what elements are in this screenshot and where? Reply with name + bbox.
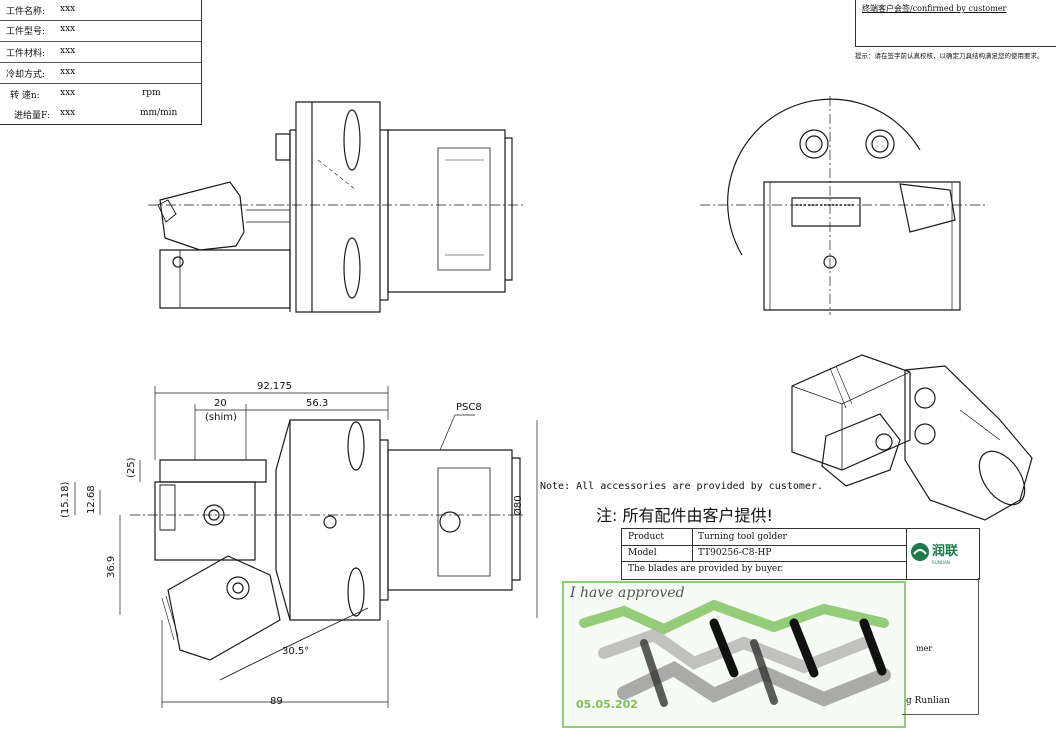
approval-signature: I have approved — [570, 585, 685, 601]
dim-bottom-length: 89 — [270, 696, 283, 707]
side-view-top — [148, 101, 525, 313]
dim-shim-offset: 20 — [214, 398, 227, 409]
blades-note: The blades are provided by buyer. — [628, 564, 784, 574]
dim-overall-length: 92.175 — [257, 381, 292, 392]
customer-confirm-box: 终端客户会签/confirmed by customer — [855, 0, 1056, 47]
info-value: xxx — [60, 88, 76, 98]
dim-angle: 30.5° — [282, 646, 310, 657]
note-chinese: 注: 所有配件由客户提供! — [596, 506, 773, 525]
product-table: Product Turning tool golder Model TT9025… — [621, 528, 980, 580]
dim-offset-369: 36.9 — [106, 555, 117, 578]
info-label: 进给量F: — [14, 111, 50, 121]
note-english: Note: All accessories are provided by cu… — [540, 481, 823, 492]
dim-height-1268: 12.68 — [86, 485, 97, 514]
dim-height-25: (25) — [126, 457, 137, 478]
info-row-speed: 转 速n: xxx rpm — [0, 84, 201, 104]
company-logo: 润联 RUNLIAN — [908, 534, 974, 574]
dim-diameter: Ø80 — [513, 495, 524, 516]
info-value: xxx — [60, 108, 76, 118]
info-label: 工件型号: — [6, 27, 46, 37]
dim-height-1518: (15.18) — [60, 481, 71, 518]
info-unit: mm/min — [140, 108, 178, 118]
main-view — [130, 419, 525, 681]
logo-sub: RUNLIAN — [932, 560, 950, 565]
dimension-lines — [74, 386, 538, 708]
info-row-feed: 进给量F: xxx mm/min — [0, 104, 201, 124]
dim-flange-length: 56.3 — [306, 398, 329, 409]
info-row-model: 工件型号: xxx — [0, 20, 201, 42]
info-unit: rpm — [142, 88, 161, 98]
model-value: TT90256-C8-HP — [698, 548, 772, 558]
review-tip: 提示：请在签字前认真校核，以确定刀具结构满足您的使用要求。 — [855, 52, 1044, 60]
info-value: xxx — [60, 67, 76, 77]
info-row-name: 工件名称: xxx — [0, 0, 201, 21]
dim-shim-label: (shim) — [205, 412, 237, 423]
approval-stamp: I have approved 05.05.202 — [562, 581, 906, 728]
product-label: Product — [628, 532, 664, 542]
info-label: 工件名称: — [6, 7, 46, 17]
product-value: Turning tool golder — [698, 532, 787, 542]
info-row-cooling: 冷却方式: xxx — [0, 63, 201, 84]
logo-name: 润联 — [932, 544, 959, 559]
workpiece-info-table: 工件名称: xxx 工件型号: xxx 工件材料: xxx 冷却方式: xxx … — [0, 0, 202, 125]
model-label: Model — [628, 548, 657, 558]
info-label: 转 速n: — [10, 91, 40, 101]
iso-view — [791, 354, 1033, 521]
scribble-redaction — [579, 599, 891, 707]
info-label: 工件材料: — [6, 49, 46, 59]
approval-date: 05.05.202 — [576, 698, 638, 711]
confirm-label: 终端客户会签/confirmed by customer — [862, 4, 1007, 13]
info-value: xxx — [60, 4, 76, 14]
info-label: 冷却方式: — [6, 70, 46, 80]
logo-mark-icon — [911, 543, 929, 561]
approval-company: g Runlian — [906, 696, 950, 706]
approval-tail: mer g Runlian — [902, 578, 979, 715]
info-value: xxx — [60, 24, 76, 34]
approval-partial-text: mer — [916, 644, 933, 653]
dim-coupling: PSC8 — [456, 402, 482, 413]
info-row-material: 工件材料: xxx — [0, 42, 201, 63]
front-view — [700, 96, 985, 315]
info-value: xxx — [60, 46, 76, 56]
